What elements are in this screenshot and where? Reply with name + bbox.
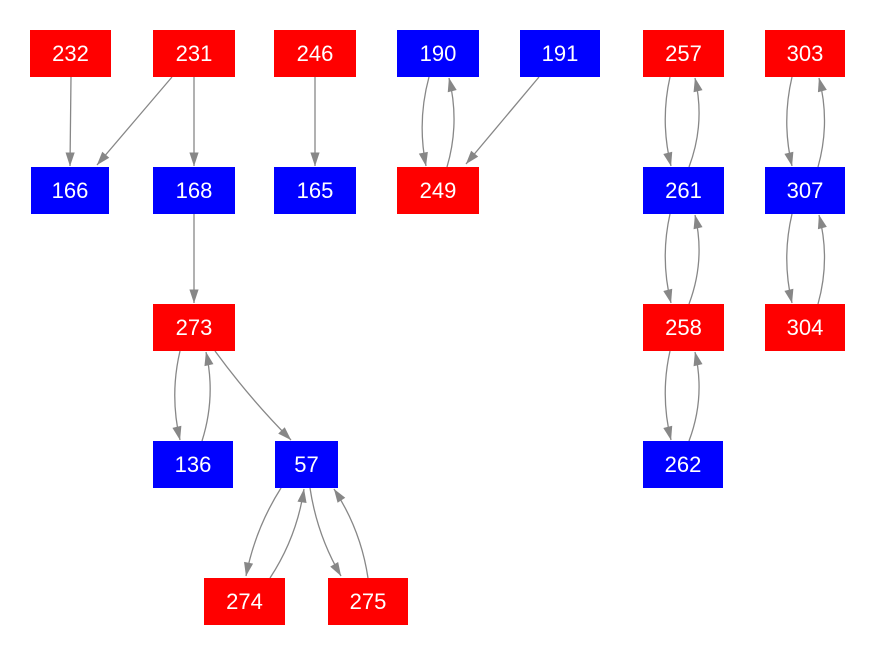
node-274: 274 <box>204 578 285 625</box>
edge-307-304 <box>784 213 794 304</box>
node-label: 275 <box>349 588 387 614</box>
node-label: 274 <box>226 588 263 614</box>
node-label: 190 <box>419 40 457 66</box>
node-166: 166 <box>31 167 109 214</box>
edge-275-57 <box>333 488 369 579</box>
node-191: 191 <box>520 30 600 77</box>
node-label: 231 <box>175 40 213 66</box>
node-304: 304 <box>765 304 845 351</box>
node-label: 57 <box>294 451 319 477</box>
node-136: 136 <box>153 441 233 488</box>
node-label: 304 <box>786 314 824 340</box>
node-label: 166 <box>51 177 89 203</box>
edge-249-190 <box>446 77 457 168</box>
edge-304-307 <box>817 214 827 305</box>
edge-257-261 <box>663 76 673 167</box>
node-258: 258 <box>643 304 724 351</box>
node-label: 165 <box>296 177 334 203</box>
node-label: 262 <box>664 451 702 477</box>
edge-191-249 <box>465 76 540 165</box>
node-label: 249 <box>419 177 457 203</box>
edge-190-249 <box>418 76 430 167</box>
node-label: 232 <box>52 40 89 66</box>
edge-273-136 <box>172 350 182 441</box>
edge-273-57 <box>214 350 292 441</box>
node-190: 190 <box>397 30 479 77</box>
node-label: 136 <box>174 451 212 477</box>
node-249: 249 <box>397 167 479 214</box>
edge-136-273 <box>201 351 214 442</box>
node-165: 165 <box>274 167 356 214</box>
node-246: 246 <box>274 30 356 77</box>
node-label: 303 <box>786 40 824 66</box>
edge-57-275 <box>309 487 342 577</box>
node-label: 191 <box>541 40 579 66</box>
edge-307-303 <box>817 77 827 168</box>
node-273: 273 <box>153 304 235 351</box>
node-262: 262 <box>643 441 723 488</box>
edge-261-258 <box>663 213 673 304</box>
node-257: 257 <box>643 30 724 77</box>
node-232: 232 <box>30 30 111 77</box>
edge-231-166 <box>96 76 173 166</box>
node-label: 257 <box>665 40 702 66</box>
node-307: 307 <box>765 167 845 214</box>
node-231: 231 <box>153 30 235 77</box>
node-label: 246 <box>296 40 334 66</box>
node-168: 168 <box>153 167 235 214</box>
edge-303-307 <box>784 76 794 167</box>
node-275: 275 <box>328 578 408 625</box>
edge-232-166 <box>65 76 75 167</box>
edge-262-258 <box>688 351 703 442</box>
edge-274-57 <box>269 488 307 579</box>
node-label: 168 <box>175 177 213 203</box>
node-303: 303 <box>765 30 845 77</box>
node-label: 307 <box>786 177 824 203</box>
edge-57-274 <box>244 487 282 577</box>
node-label: 261 <box>665 177 702 203</box>
edge-261-257 <box>688 77 703 168</box>
edge-258-262 <box>663 350 673 441</box>
node-label: 258 <box>665 314 702 340</box>
node-57: 57 <box>275 441 338 488</box>
node-261: 261 <box>643 167 724 214</box>
edge-258-261 <box>688 214 703 305</box>
node-label: 273 <box>175 314 213 340</box>
